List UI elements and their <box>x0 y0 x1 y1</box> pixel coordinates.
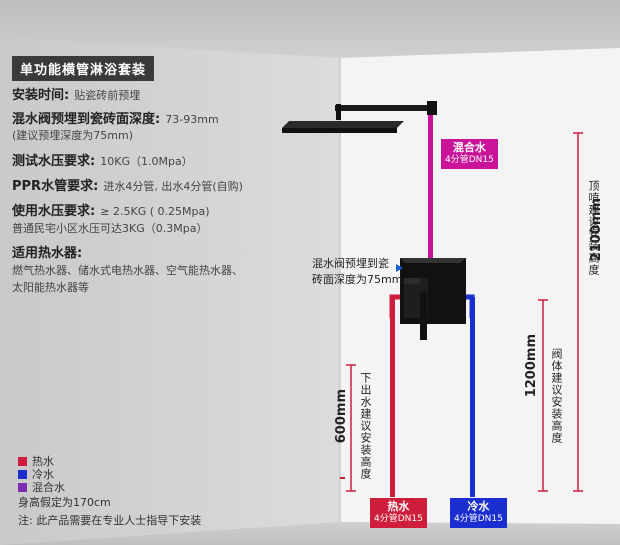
legend-cold-label: 冷水 <box>32 468 54 481</box>
legend-cold: 冷水 <box>18 466 54 482</box>
valve-note-1: 混水阀预埋到瓷 <box>312 257 389 270</box>
install-time-label: 安装时间: <box>12 88 70 103</box>
spec-ppr: PPR水管要求: 进水4分管, 出水4分管(自购) <box>12 175 243 194</box>
mix-pipe <box>428 115 433 265</box>
test-pressure-value: 10KG（1.0Mpa） <box>100 155 193 168</box>
use-pressure-note: 普通民宅小区水压可达3KG（0.3Mpa） <box>12 222 208 235</box>
dim-line-2100 <box>573 132 583 492</box>
cold-water-tag: 冷水 4分管DN15 <box>450 498 507 528</box>
disclaimer: 注: 此产品需要在专业人士指导下安装 <box>18 514 202 527</box>
valve-depth-label: 混水阀预埋到瓷砖面深度: <box>12 112 161 127</box>
back-wall <box>340 48 620 524</box>
use-pressure-value: ≥ 2.5KG ( 0.25Mpa) <box>100 205 210 218</box>
ppr-label: PPR水管要求: <box>12 179 99 194</box>
spec-install-time: 安装时间: 贴瓷砖前预埋 <box>12 84 140 103</box>
heater-value-2: 太阳能热水器等 <box>12 281 89 294</box>
mix-water-tag: 混合水 4分管DN15 <box>441 139 498 169</box>
cold-tag-sub: 4分管DN15 <box>454 514 503 524</box>
height-note: 身高假定为170cm <box>18 496 111 509</box>
ceiling <box>0 0 620 58</box>
dim-600-text: 下出水建议安装高度 <box>359 372 372 480</box>
mix-tag-sub: 4分管DN15 <box>445 155 494 165</box>
ppr-value: 进水4分管, 出水4分管(自购) <box>103 180 243 193</box>
test-pressure-label: 测试水压要求: <box>12 154 96 169</box>
valve-note-2: 砖面深度为75mm <box>312 273 403 286</box>
spec-title: 单功能横管淋浴套装 <box>12 56 155 81</box>
valve-depth-value: 73-93mm <box>165 113 219 126</box>
legend-mix-swatch <box>18 483 27 492</box>
arrow-right-icon <box>396 264 403 272</box>
legend-hot-label: 热水 <box>32 455 54 468</box>
hot-tag-label: 热水 <box>387 500 410 513</box>
mix-tag-label: 混合水 <box>452 141 486 154</box>
dim-line-600 <box>346 364 356 492</box>
cold-tag-label: 冷水 <box>467 500 490 513</box>
heater-value-1: 燃气热水器、储水式电热水器、空气能热水器、 <box>12 264 243 277</box>
dim-1200-value: 1200mm <box>524 334 539 398</box>
hot-tag-sub: 4分管DN15 <box>374 514 423 524</box>
legend-cold-swatch <box>18 470 27 479</box>
valve-depth-note: (建议预埋深度为75mm) <box>12 129 134 142</box>
hot-water-tag: 热水 4分管DN15 <box>370 498 427 528</box>
dim-line-1200 <box>538 299 548 492</box>
valve-icon <box>400 258 466 340</box>
shower-head-icon <box>282 101 437 133</box>
heater-label: 适用热水器: <box>12 246 83 261</box>
dim-600-value: 600mm <box>334 389 349 444</box>
legend-mix-label: 混合水 <box>32 481 65 494</box>
spec-test-pressure: 测试水压要求: 10KG（1.0Mpa） <box>12 150 193 169</box>
legend-mix: 混合水 <box>18 479 65 495</box>
spec-use-pressure: 使用水压要求: ≥ 2.5KG ( 0.25Mpa) <box>12 200 210 219</box>
legend-hot: 热水 <box>18 453 54 469</box>
spec-valve-depth: 混水阀预埋到瓷砖面深度: 73-93mm <box>12 108 219 127</box>
use-pressure-label: 使用水压要求: <box>12 204 96 219</box>
legend-hot-swatch <box>18 457 27 466</box>
dim-1200-text: 阀体建议安装高度 <box>550 348 563 444</box>
install-time-value: 贴瓷砖前预埋 <box>74 89 141 102</box>
dim-2100-text: 顶喷建议安装高度 <box>587 180 600 276</box>
left-wall <box>0 38 340 545</box>
